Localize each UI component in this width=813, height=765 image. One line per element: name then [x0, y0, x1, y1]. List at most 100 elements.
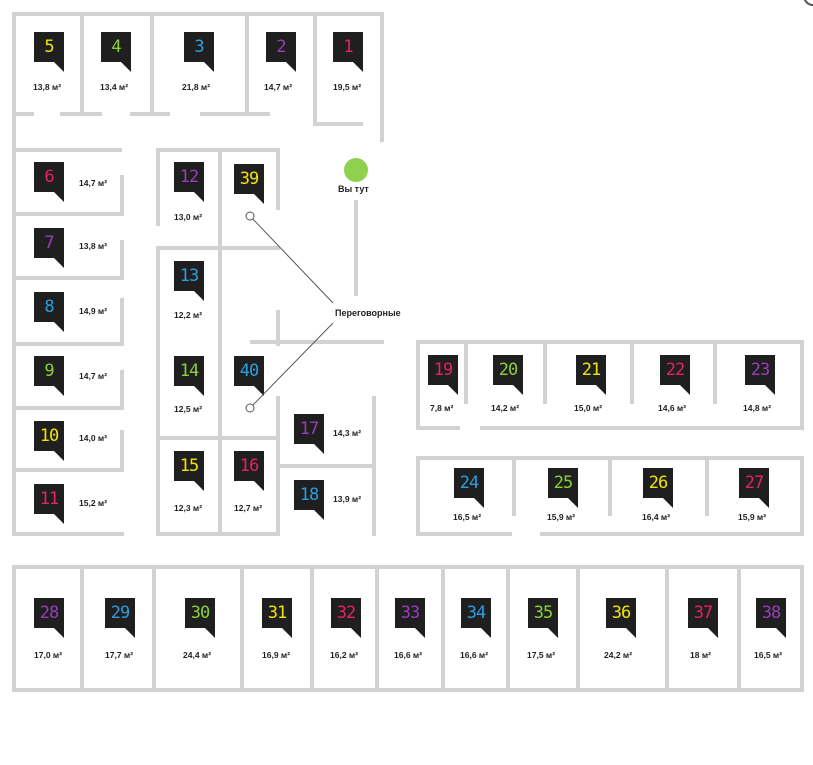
room-number-badge: 15	[174, 451, 204, 491]
room-area: 13,0 м²	[174, 212, 203, 222]
room-area: 13,8 м²	[33, 82, 62, 92]
wall	[218, 148, 222, 440]
wall	[705, 456, 709, 516]
room-area: 14,7 м²	[264, 82, 293, 92]
wall	[800, 565, 804, 692]
wall	[120, 430, 124, 470]
wall	[156, 246, 280, 250]
wall	[464, 340, 468, 404]
room-area: 14,2 м²	[491, 403, 520, 413]
wall	[608, 456, 612, 516]
room-area: 16,5 м²	[754, 650, 783, 660]
room-area: 12,7 м²	[234, 503, 263, 513]
room-area: 16,9 м²	[262, 650, 291, 660]
resize-handle-icon	[803, 0, 813, 6]
room-area: 14,7 м²	[79, 371, 108, 381]
wall	[200, 112, 270, 116]
room-area: 12,5 м²	[174, 404, 203, 414]
room-area: 16,2 м²	[330, 650, 359, 660]
wall	[416, 456, 420, 536]
room-number-badge: 18	[294, 480, 324, 520]
wall	[12, 342, 124, 346]
wall	[354, 200, 358, 296]
wall	[12, 688, 804, 692]
room-number-badge: 8	[34, 292, 64, 332]
wall	[441, 565, 445, 692]
room-number-badge: 11	[34, 484, 64, 524]
room-area: 24,4 м²	[183, 650, 212, 660]
wall	[156, 342, 160, 438]
wall	[512, 456, 516, 516]
wall	[12, 12, 384, 16]
room-area: 19,5 м²	[333, 82, 362, 92]
room-number-badge: 7	[34, 228, 64, 268]
callout-dot-40	[245, 403, 255, 413]
room-area: 24,2 м²	[604, 650, 633, 660]
wall	[375, 565, 379, 692]
wall	[416, 340, 420, 426]
you-are-here-marker	[344, 158, 368, 182]
room-number-badge: 35	[528, 598, 558, 638]
room-area: 14,8 м²	[743, 403, 772, 413]
room-number-badge: 32	[331, 598, 361, 638]
wall	[156, 246, 160, 342]
wall	[543, 340, 547, 404]
room-number-badge: 33	[395, 598, 425, 638]
wall	[800, 456, 804, 536]
room-area: 12,2 м²	[174, 310, 203, 320]
wall	[120, 240, 124, 280]
wall	[416, 426, 460, 430]
wall	[60, 112, 102, 116]
room-number-badge: 31	[262, 598, 292, 638]
wall	[480, 426, 804, 430]
room-number-badge: 5	[34, 32, 64, 72]
room-area: 14,3 м²	[333, 428, 362, 438]
wall	[120, 370, 124, 410]
wall	[313, 122, 363, 126]
wall	[12, 565, 804, 569]
wall	[506, 565, 510, 692]
wall	[12, 148, 122, 152]
room-number-badge: 34	[461, 598, 491, 638]
wall	[12, 212, 124, 216]
wall	[310, 565, 314, 692]
room-number-badge: 1	[333, 32, 363, 72]
room-area: 15,9 м²	[738, 512, 767, 522]
wall	[276, 464, 374, 468]
wall	[120, 298, 124, 346]
room-number-badge: 23	[745, 355, 775, 395]
room-area: 15,9 м²	[547, 512, 576, 522]
room-area: 16,6 м²	[394, 650, 423, 660]
room-area: 13,4 м²	[100, 82, 129, 92]
room-number-badge: 22	[660, 355, 690, 395]
room-number-badge: 6	[34, 162, 64, 202]
wall	[80, 565, 84, 692]
wall	[156, 532, 280, 536]
wall	[218, 436, 222, 532]
room-number-badge: 27	[739, 468, 769, 508]
room-number-badge: 29	[105, 598, 135, 638]
room-number-badge: 39	[234, 164, 264, 204]
room-number-badge: 21	[576, 355, 606, 395]
room-area: 17,5 м²	[527, 650, 556, 660]
wall	[12, 565, 16, 691]
room-number-badge: 14	[174, 356, 204, 396]
room-area: 15,2 м²	[79, 498, 108, 508]
room-number-badge: 9	[34, 356, 64, 396]
room-area: 18 м²	[690, 650, 711, 660]
room-number-badge: 4	[101, 32, 131, 72]
room-number-badge: 30	[185, 598, 215, 638]
wall	[12, 276, 124, 280]
wall	[713, 340, 717, 404]
wall	[12, 468, 124, 472]
wall	[540, 532, 804, 536]
wall	[313, 12, 317, 122]
room-number-badge: 25	[548, 468, 578, 508]
room-number-badge: 10	[34, 421, 64, 461]
wall	[380, 12, 384, 142]
room-area: 7,8 м²	[430, 403, 454, 413]
wall	[12, 406, 124, 410]
wall	[630, 340, 634, 404]
room-number-badge: 36	[606, 598, 636, 638]
room-area: 12,3 м²	[174, 503, 203, 513]
